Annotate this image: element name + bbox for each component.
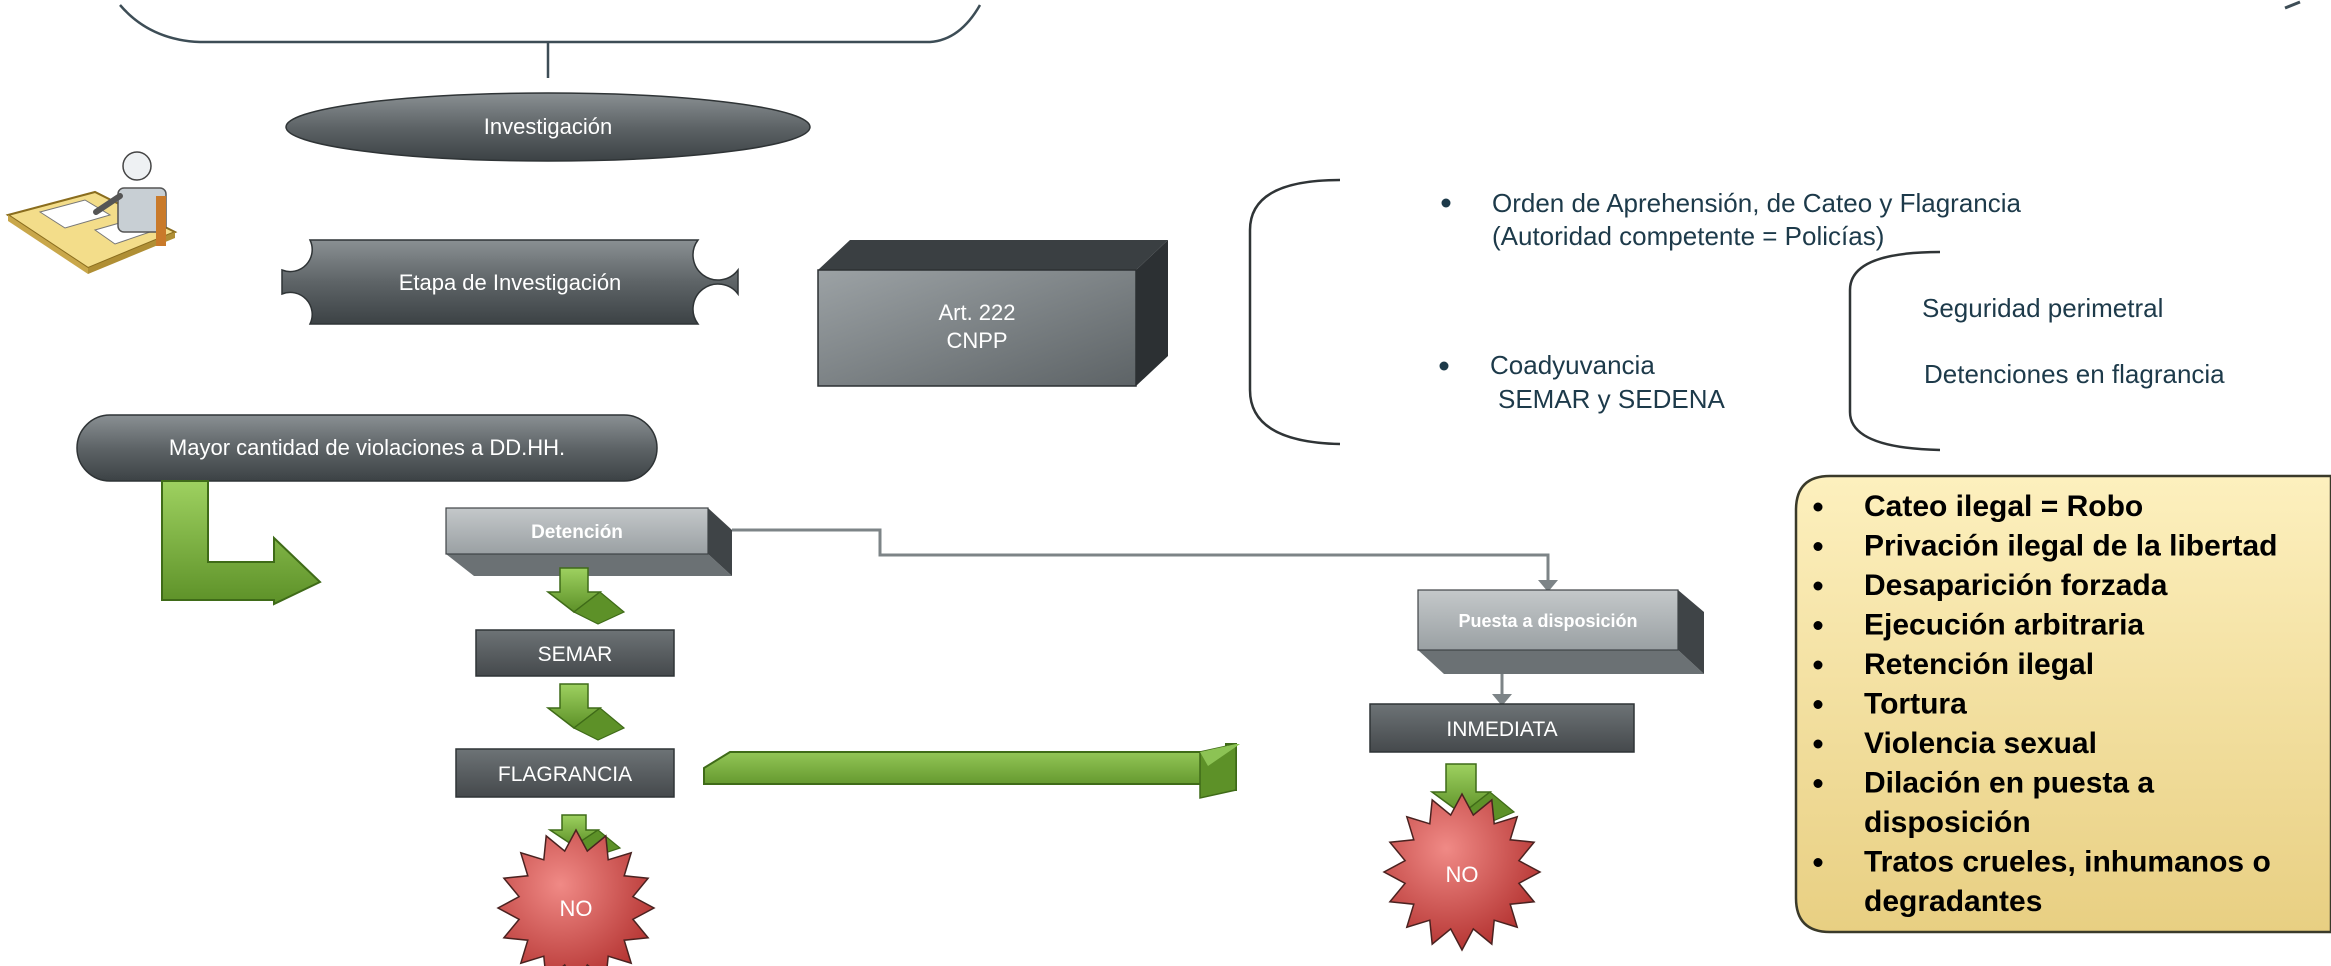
sub-item-seguridad: Seguridad perimetral bbox=[1922, 293, 2163, 323]
etapa-investigacion-node: Etapa de Investigación bbox=[281, 239, 739, 325]
down-arrow-1 bbox=[545, 567, 626, 625]
violation-item: disposición bbox=[1864, 806, 2031, 839]
left-bracket bbox=[1248, 178, 1341, 446]
detencion-to-puesta-connector bbox=[732, 528, 1550, 585]
orden-line2: (Autoridad competente = Policías) bbox=[1492, 221, 1884, 251]
violation-bullet bbox=[1813, 779, 1823, 788]
person-at-desk-icon bbox=[5, 151, 178, 274]
violation-item: Privación ilegal de la libertad bbox=[1864, 530, 2277, 563]
art-label-line2: CNPP bbox=[946, 328, 1007, 353]
violation-item: Cateo ilegal = Robo bbox=[1864, 490, 2143, 523]
inmediata-node: INMEDIATA bbox=[1369, 703, 1635, 753]
semar-node: SEMAR bbox=[475, 629, 675, 677]
detencion-label: Detención bbox=[531, 522, 623, 543]
bullet-orden: Orden de Aprehensión, de Cateo y Flagran… bbox=[1441, 188, 2022, 251]
investigacion-label: Investigación bbox=[484, 114, 612, 139]
top-bracket bbox=[119, 4, 982, 44]
no-starburst-left: NO bbox=[496, 828, 656, 966]
violation-item: Dilación en puesta a bbox=[1864, 767, 2154, 800]
violation-item: Tortura bbox=[1864, 688, 1967, 721]
no-right-label: NO bbox=[1446, 862, 1479, 887]
violation-bullet bbox=[1813, 581, 1823, 591]
mayor-label: Mayor cantidad de violaciones a DD.HH. bbox=[169, 435, 565, 460]
semar-label: SEMAR bbox=[538, 643, 613, 666]
violation-bullet bbox=[1813, 502, 1823, 512]
connector-arrowhead bbox=[1538, 580, 1558, 592]
violation-bullet bbox=[1813, 542, 1823, 551]
art-222-cube: Art. 222 CNPP bbox=[817, 240, 1168, 387]
inner-bracket bbox=[1848, 250, 1941, 452]
sub-item-detenciones: Detenciones en flagrancia bbox=[1924, 359, 2225, 389]
violation-item: Ejecución arbitraria bbox=[1864, 609, 2144, 642]
violation-item: Desaparición forzada bbox=[1864, 569, 2168, 602]
no-starburst-right: NO bbox=[1382, 792, 1542, 952]
violation-bullet bbox=[1813, 739, 1823, 749]
puesta-label: Puesta a disposición bbox=[1458, 611, 1637, 631]
long-green-arrow bbox=[703, 743, 1240, 799]
violation-item: degradantes bbox=[1864, 885, 2042, 918]
puesta-disposicion-node: Puesta a disposición bbox=[1417, 589, 1704, 674]
violation-bullet bbox=[1813, 660, 1823, 670]
coad-line2: SEMAR y SEDENA bbox=[1498, 384, 1725, 414]
violation-item: Tratos crueles, inhumanos o bbox=[1864, 846, 2271, 879]
etapa-label: Etapa de Investigación bbox=[399, 270, 622, 295]
no-left-label: NO bbox=[560, 896, 593, 921]
art-label-line1: Art. 222 bbox=[938, 300, 1015, 325]
flagrancia-node: FLAGRANCIA bbox=[455, 748, 675, 798]
orden-line1: Orden de Aprehensión, de Cateo y Flagran… bbox=[1492, 188, 2022, 218]
investigacion-node: Investigación bbox=[285, 92, 811, 162]
top-right-mark bbox=[2284, 0, 2301, 10]
inmediata-arrowhead bbox=[1492, 694, 1512, 706]
flagrancia-label: FLAGRANCIA bbox=[498, 763, 632, 786]
mayor-cantidad-node: Mayor cantidad de violaciones a DD.HH. bbox=[76, 414, 658, 482]
violation-bullet bbox=[1813, 858, 1823, 867]
violation-bullet bbox=[1813, 700, 1823, 709]
coad-line1: Coadyuvancia bbox=[1490, 350, 1655, 380]
detencion-node: Detención bbox=[445, 507, 732, 576]
violation-bullet bbox=[1813, 621, 1823, 630]
inmediata-label: INMEDIATA bbox=[1446, 718, 1557, 741]
green-bend-arrow bbox=[161, 480, 322, 606]
down-arrow-2 bbox=[545, 683, 626, 741]
bullet-coadyuvancia: Coadyuvancia SEMAR y SEDENA bbox=[1439, 350, 1725, 414]
violation-item: Retención ilegal bbox=[1864, 648, 2094, 681]
violation-item: Violencia sexual bbox=[1864, 727, 2097, 760]
